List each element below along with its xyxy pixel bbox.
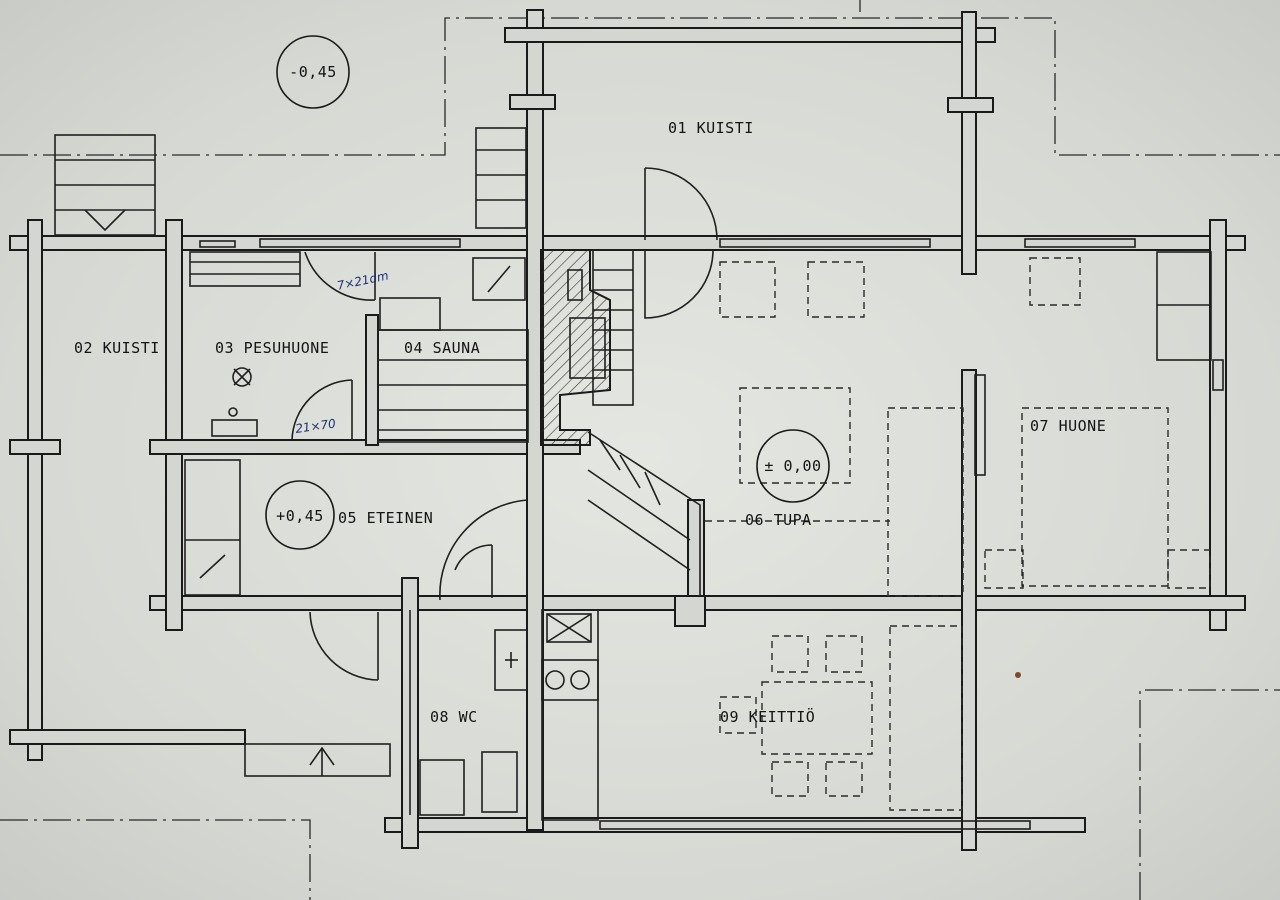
room-label-08: 08 WC — [430, 708, 478, 726]
room-label-05: 05 ETEINEN — [338, 509, 433, 527]
level-label-exterior: -0,45 — [289, 63, 337, 81]
sauna-door-note: 7×21dm — [336, 268, 390, 293]
room-label-01: 01 KUISTI — [668, 119, 754, 137]
room-label-09: 09 KEITTIÖ — [720, 707, 815, 726]
level-circle-tupa — [756, 429, 830, 503]
fireplace — [540, 249, 634, 446]
level-circle-entry — [265, 480, 335, 550]
level-label-entry: +0,45 — [276, 507, 324, 525]
room-label-06: 06 TUPA — [745, 511, 812, 529]
stairs — [54, 127, 701, 777]
doors — [291, 167, 718, 681]
room-label-03: 03 PESUHUONE — [215, 339, 329, 357]
sauna-benches — [377, 297, 529, 443]
room-label-02: 02 KUISTI — [74, 339, 160, 357]
wash-door-note: 21×70 — [294, 416, 337, 436]
room-labels: 01 KUISTI 02 KUISTI 03 PESUHUONE 04 SAUN… — [74, 119, 1106, 726]
level-markers: -0,45 +0,45 ± 0,00 — [265, 35, 830, 550]
level-label-tupa: ± 0,00 — [764, 457, 821, 475]
windows — [199, 238, 1224, 830]
stain-mark — [1015, 672, 1021, 678]
furniture — [705, 257, 1211, 811]
level-circle-exterior — [276, 35, 350, 109]
built-ins — [184, 251, 1212, 821]
room-label-07: 07 HUONE — [1030, 417, 1106, 435]
room-label-04: 04 SAUNA — [404, 339, 480, 357]
washroom-fixtures — [189, 251, 301, 437]
